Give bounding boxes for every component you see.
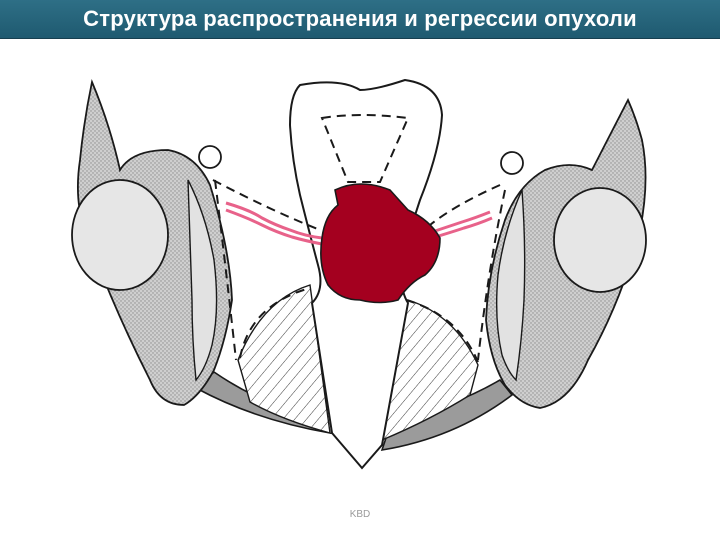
dashed-outlines xyxy=(212,114,506,363)
left-condyle xyxy=(71,179,169,291)
left-bone-inner xyxy=(187,179,218,382)
tumor-mass-icon xyxy=(320,183,441,304)
right-condyle xyxy=(553,187,647,293)
page-title: Структура распространения и регрессии оп… xyxy=(83,6,637,31)
anatomical-diagram xyxy=(71,78,647,470)
right-foramen xyxy=(500,151,524,175)
vessel-lines xyxy=(225,201,493,246)
title-bar: Структура распространения и регрессии оп… xyxy=(0,0,720,39)
footer-label: KBD xyxy=(349,509,371,520)
left-foramen xyxy=(198,145,222,169)
right-bone-inner xyxy=(495,189,526,382)
